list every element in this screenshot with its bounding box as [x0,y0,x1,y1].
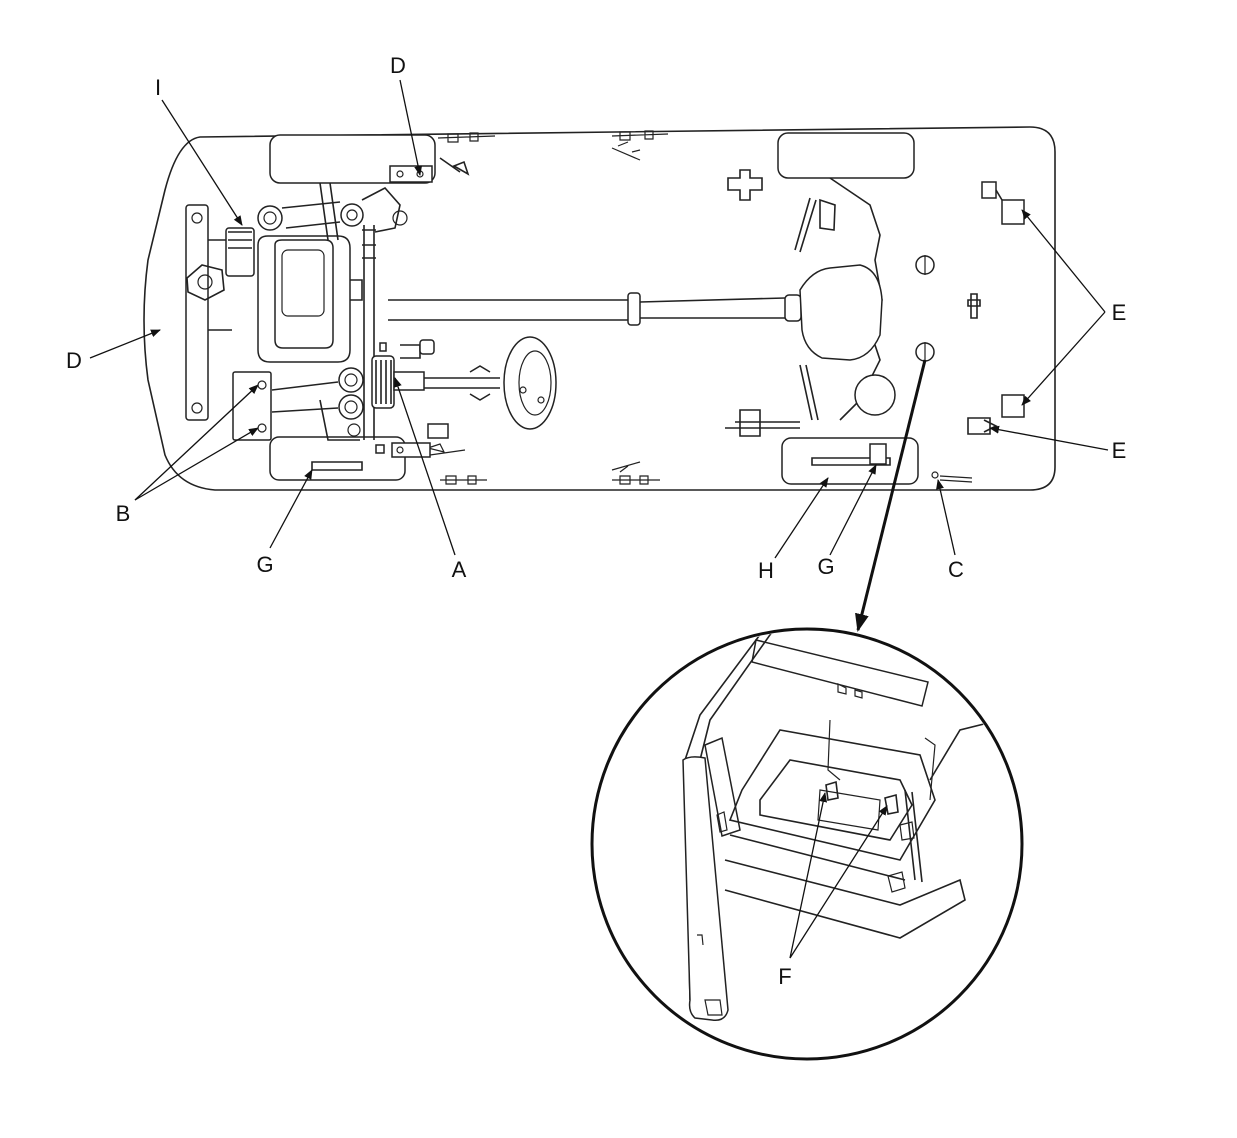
callout-b: B [115,501,131,526]
callout-f: F [778,964,792,989]
callout-g-right: G [817,554,835,579]
callout-d-top: D [390,53,406,78]
rear-floor-plugs [915,255,981,362]
detail-circle [590,627,1024,1061]
driveshaft [388,292,802,326]
callout-c: C [948,557,964,582]
callout-i: I [154,75,162,100]
steering-shaft [362,225,387,454]
shift-assembly [371,336,557,430]
callout-e-lower: E [1111,438,1127,463]
engine-block [225,182,408,363]
detail-leaders [789,792,888,959]
floor-clips [425,130,973,485]
wheels [269,132,919,485]
body-outline [143,126,1056,491]
callout-a: A [451,557,467,582]
callout-d-left: D [66,348,82,373]
callout-e-right: E [1111,300,1127,325]
leader-lines [89,79,1109,632]
rear-axle [725,169,896,437]
front-suspension [232,367,364,441]
callout-g-left: G [256,552,274,577]
callout-h: H [758,558,774,583]
front-crossmember [185,204,232,421]
